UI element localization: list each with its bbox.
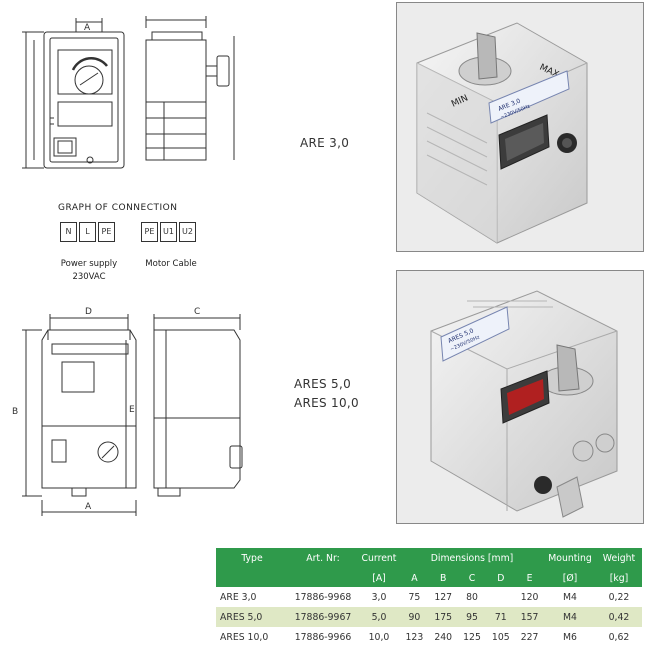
model-label-are3: ARE 3,0: [300, 136, 350, 150]
power-label: Power supply 230VAC: [60, 259, 118, 282]
graph-title: GRAPH OF CONNECTION: [58, 203, 178, 213]
product-photo-ares: ARES 5,0 ~230V/50Hz: [396, 270, 644, 524]
units-row: [A] A B C D E [Ø] [kg]: [216, 569, 642, 587]
header-weight: Weight: [596, 548, 642, 569]
dim-label-d: D: [85, 307, 92, 317]
dim-label-e: E: [129, 405, 135, 415]
drawing-large: D B E A C: [12, 307, 243, 516]
power-terminal-block: N L PE: [60, 222, 120, 244]
terminal-u2: U2: [179, 222, 196, 242]
terminal-l: L: [79, 222, 96, 242]
header-art: Art. Nr:: [288, 548, 358, 569]
table-row: ARES 10,0 17886-9966 10,0 123 240 125 10…: [216, 627, 642, 647]
regulator-are3-image: MIN MAX ARE 3,0 ~230V/50Hz: [416, 22, 588, 244]
header-mounting: Mounting: [544, 548, 596, 569]
table-row: ARES 5,0 17886-9967 5,0 90 175 95 71 157…: [216, 607, 642, 627]
terminal-motor-pe: PE: [141, 222, 158, 242]
header-type: Type: [216, 548, 288, 569]
dim-label-a: A: [84, 23, 91, 33]
dim-label-a: A: [85, 502, 92, 512]
drawing-small: A: [22, 16, 235, 169]
header-dimensions: Dimensions [mm]: [400, 548, 544, 569]
product-photo-are3: MIN MAX ARE 3,0 ~230V/50Hz: [396, 2, 644, 252]
dim-label-c: C: [194, 307, 200, 317]
header-current: Current: [358, 548, 400, 569]
table-header-row: Type Art. Nr: Current Dimensions [mm] Mo…: [216, 548, 642, 569]
terminal-n: N: [60, 222, 77, 242]
model-label-ares: ARES 5,0 ARES 10,0: [294, 377, 359, 410]
table-row: ARE 3,0 17886-9968 3,0 75 127 80 120 M4 …: [216, 587, 642, 607]
terminal-u1: U1: [160, 222, 177, 242]
motor-label: Motor Cable: [145, 259, 197, 269]
terminal-pe: PE: [98, 222, 115, 242]
motor-terminal-block: PE U1 U2: [141, 222, 207, 244]
dim-label-b: B: [12, 407, 18, 417]
regulator-ares-image: ARES 5,0 ~230V/50Hz: [430, 290, 618, 518]
spec-table: Type Art. Nr: Current Dimensions [mm] Mo…: [216, 548, 642, 647]
